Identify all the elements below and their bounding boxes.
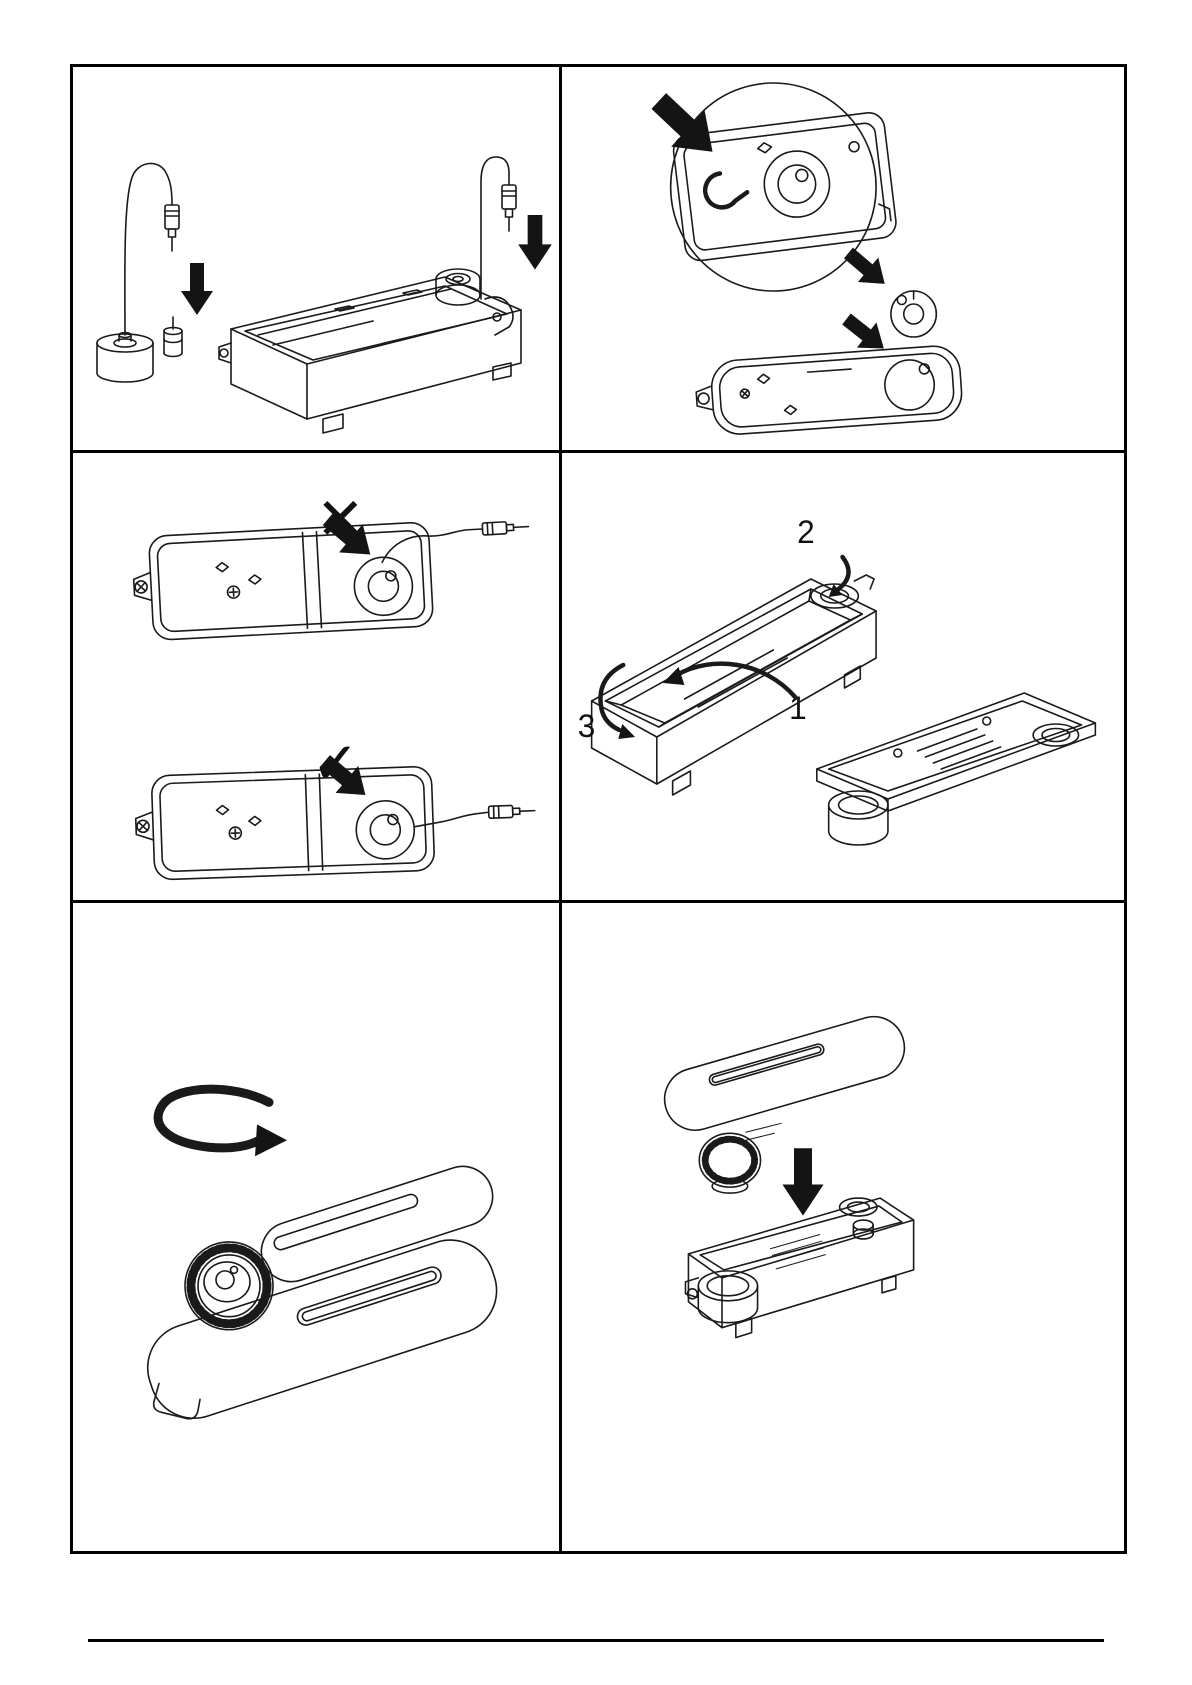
diagonal-arrow-icon [842,313,884,349]
cover-correct-routing: ✓ [134,729,536,881]
lid-illustration [816,692,1097,846]
tank-illustration [590,574,877,796]
diagonal-arrow-icon [322,512,371,555]
diagonal-arrow-icon [651,93,713,152]
rotate-arrow-icon [153,1084,287,1157]
step-label-3: 3 [578,708,596,744]
curved-arrow-icon [662,661,798,700]
curved-arrow-icon [598,662,636,739]
assembled-unit-illustration [146,1165,498,1420]
panel-4: 2 1 3 [562,453,1124,900]
panel-6-illustration [663,1015,915,1339]
step-label-2: 2 [797,514,815,550]
panel-3: ✕ [73,453,559,900]
panel-2 [562,67,1124,450]
step-label-1: 1 [789,690,807,726]
panel-6 [562,903,1124,1551]
ribbed-cap [184,1241,274,1331]
pump-head-illustration [663,1015,906,1194]
magnifier-circle [669,82,877,292]
down-arrow-icon [782,1148,824,1216]
down-arrow-icon [518,215,552,270]
diagonal-arrow-icon [843,247,885,284]
panel-5-illustration [146,1084,498,1420]
ribbed-collar [698,1132,762,1194]
panel-3-illustration: ✕ [132,485,536,881]
tank-illustration [684,1197,915,1339]
cable-connector [163,316,183,358]
cover-underside [695,345,963,435]
panel-1-illustration [96,156,552,434]
panel-4-illustration: 2 1 3 [578,514,1097,846]
float-sensor-with-cable [96,162,180,383]
panel-5 [73,903,559,1551]
cover-wrong-routing: ✕ [132,485,530,641]
footer-rule [88,1639,1104,1642]
curved-arrow-icon [828,554,851,597]
grommet-part [890,290,938,338]
diagonal-arrow-icon [320,755,366,795]
panel-1 [73,67,559,450]
instruction-grid: ✕ [70,64,1127,1554]
down-arrow-icon [181,263,213,315]
tank-illustration [218,156,522,434]
panel-2-illustration [651,82,963,435]
lid-corner-detail [672,111,897,262]
